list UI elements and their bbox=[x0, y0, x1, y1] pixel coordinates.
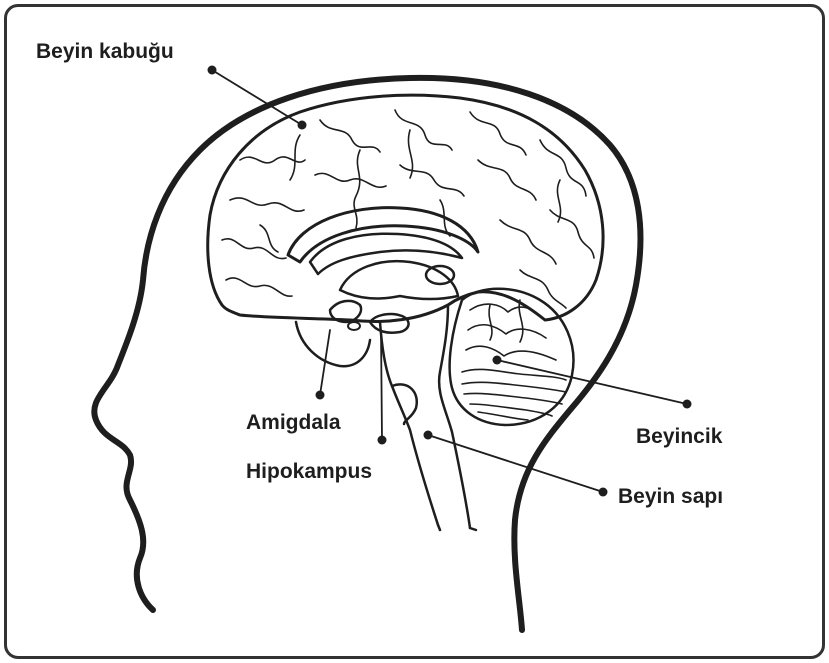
label-amygdala: Amigdala bbox=[246, 412, 341, 433]
brainstem-dot-inner bbox=[424, 431, 433, 440]
amygdala-region bbox=[348, 322, 360, 330]
amygdala-dot bbox=[316, 391, 325, 400]
label-brainstem: Beyin sapı bbox=[618, 486, 723, 507]
pineal-gland bbox=[426, 266, 454, 284]
cortex-dot bbox=[208, 66, 217, 75]
label-hippocampus: Hipokampus bbox=[246, 461, 372, 482]
hippocampus-dot bbox=[378, 436, 387, 445]
head-outline bbox=[94, 78, 640, 630]
lateral-ventricle bbox=[310, 234, 462, 274]
hippocampus-region bbox=[370, 314, 409, 333]
brainstem-outline bbox=[380, 305, 470, 528]
label-cortex: Beyin kabuğu bbox=[36, 41, 174, 62]
cerebellum-dot bbox=[683, 400, 692, 409]
cortex-dot-inner bbox=[298, 121, 307, 130]
cerebellum-dot-inner bbox=[493, 356, 502, 365]
label-cerebellum: Beyincik bbox=[636, 426, 722, 447]
brainstem-dot bbox=[599, 488, 608, 497]
